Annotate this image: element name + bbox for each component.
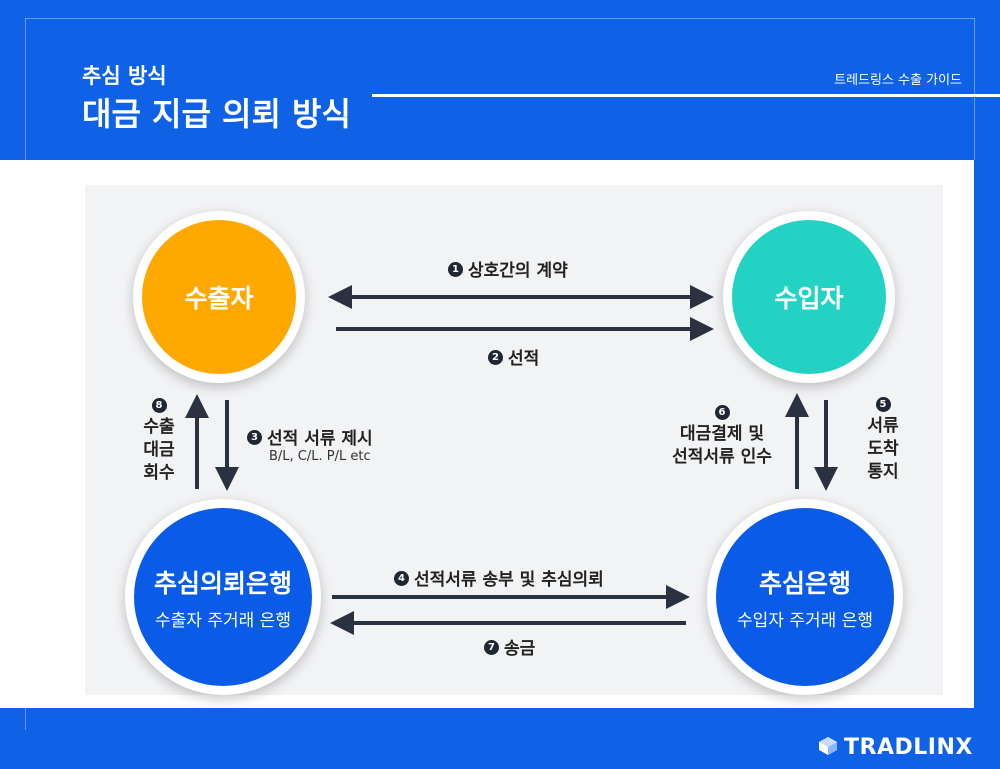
arrow-doc-arrival — [814, 400, 838, 491]
step-8-line: 수출 — [143, 417, 175, 437]
frame-line — [25, 18, 975, 19]
step-1-number: 1 — [448, 261, 463, 277]
step-1-label: 1 상호간의 계약 — [448, 256, 568, 281]
title-divider — [372, 94, 1000, 97]
step-8-label: 8 수출 대금 회수 — [138, 398, 180, 485]
remitting-bank-label: 추심의뢰은행 — [153, 568, 292, 598]
step-5-line: 도착 — [867, 439, 899, 459]
step-3-number: 3 — [247, 429, 262, 445]
header-band — [0, 0, 1000, 160]
logo-text: TRADLINX — [844, 735, 973, 760]
logo-cube-icon — [819, 737, 837, 755]
step-5-line: 통지 — [867, 462, 899, 482]
step-8-line: 대금 — [143, 440, 175, 460]
step-7-number: 7 — [484, 639, 499, 655]
step-3-text: 선적 서류 제시 — [267, 429, 373, 449]
arrow-remittance — [330, 611, 686, 635]
page-title: 대금 지급 의뢰 방식 — [82, 95, 351, 133]
arrow-payment — [785, 393, 809, 489]
importer-label: 수입자 — [774, 284, 844, 313]
step-6-number: 6 — [714, 405, 730, 420]
step-1-text: 상호간의 계약 — [468, 261, 568, 281]
tradlinx-logo: TRADLINX — [818, 735, 973, 760]
step-8-number: 8 — [151, 398, 167, 413]
right-strip — [974, 160, 1000, 708]
arrow-proceeds — [185, 394, 209, 489]
guide-label: 트레드링스 수출 가이드 — [834, 73, 962, 88]
arrow-send-docs — [332, 585, 690, 609]
collecting-bank-node: 추심은행 수입자 주거래 은행 — [707, 499, 903, 695]
frame-line — [25, 708, 26, 730]
arrow-shipment — [336, 317, 714, 341]
frame-line — [25, 18, 26, 160]
importer-node: 수입자 — [723, 211, 895, 383]
step-7-label: 7 송금 — [484, 634, 535, 659]
arrow-contract — [328, 285, 714, 309]
step-5-label: 5 서류 도착 통지 — [860, 397, 906, 484]
footer-band — [0, 708, 1000, 769]
remitting-bank-sub: 수출자 주거래 은행 — [155, 610, 291, 631]
step-2-label: 2 선적 — [488, 344, 539, 369]
step-7-text: 송금 — [504, 639, 536, 659]
step-6-label: 6 대금결제 및 선적서류 인수 — [662, 405, 782, 469]
step-3-detail: B/L, C/L. P/L etc — [269, 449, 371, 464]
collecting-bank-label: 추심은행 — [758, 568, 851, 598]
frame-line — [974, 18, 975, 160]
step-4-text: 선적서류 송부 및 추심의뢰 — [414, 570, 604, 590]
step-5-line: 서류 — [867, 416, 899, 436]
step-6-line: 선적서류 인수 — [672, 447, 772, 467]
exporter-node: 수출자 — [133, 211, 305, 383]
step-6-line: 대금결제 및 — [679, 424, 765, 444]
step-5-number: 5 — [875, 397, 891, 412]
step-2-text: 선적 — [508, 349, 540, 369]
exporter-label: 수출자 — [184, 284, 254, 313]
step-2-number: 2 — [488, 349, 503, 365]
arrow-present-docs — [215, 400, 239, 491]
step-8-line: 회수 — [143, 463, 175, 483]
remitting-bank-node: 추심의뢰은행 수출자 주거래 은행 — [125, 499, 321, 695]
step-4-number: 4 — [394, 570, 409, 586]
page-subtitle: 추심 방식 — [82, 64, 167, 88]
collecting-bank-sub: 수입자 주거래 은행 — [737, 610, 873, 631]
step-4-label: 4 선적서류 송부 및 추심의뢰 — [394, 565, 604, 590]
step-3-label: 3 선적 서류 제시 — [247, 424, 373, 449]
